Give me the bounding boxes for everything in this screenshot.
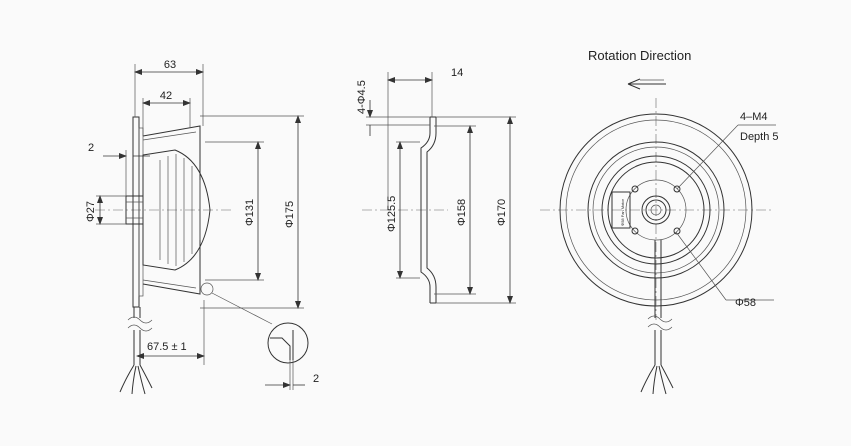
side-motor-ribs <box>159 154 201 266</box>
thread-leader <box>676 124 739 190</box>
motor-ring <box>601 155 711 265</box>
inlet-ring-inner <box>592 146 720 274</box>
front-cable-break <box>647 315 673 331</box>
dim-holes-label: 4-Φ4.5 <box>356 80 368 114</box>
dim-phi27-label: Φ27 <box>85 201 97 222</box>
inlet-ring <box>587 141 725 279</box>
dim-2-label: 2 <box>88 142 94 154</box>
m4-hole-se <box>673 227 681 235</box>
bolt-circle-label: Φ58 <box>735 297 756 309</box>
front-view: Rotation Direction Φ58 Fan Motor <box>540 48 779 395</box>
shaft-hub-outer <box>641 195 671 225</box>
side-cable <box>133 307 141 318</box>
side-view: 63 42 2 Φ27 Φ131 Φ175 67.5 ± 1 2 <box>85 59 319 395</box>
dim-phi131-label: Φ131 <box>244 199 256 226</box>
thread-depth-label: Depth 5 <box>740 131 779 143</box>
dim-phi175-label: Φ175 <box>284 201 296 228</box>
side-hub <box>125 195 144 225</box>
side-flange-plate <box>132 116 140 308</box>
motor-label-plate <box>611 191 631 229</box>
motor-label-text: Φ58 Fan Motor <box>620 198 625 226</box>
thread-spec-label: 4–M4 <box>740 111 768 123</box>
dim-14-label: 14 <box>451 67 463 79</box>
detail-geometry <box>270 330 294 360</box>
side-flange-inner <box>138 127 144 297</box>
dim-phi158-label: Φ158 <box>456 199 468 226</box>
side-cable-lower <box>133 330 141 365</box>
m4-hole-ne <box>673 185 681 193</box>
front-cable-wires <box>640 364 674 395</box>
section-inlet-profile <box>420 117 431 303</box>
shaft-hub <box>645 199 667 221</box>
section-inlet-profile-inner <box>426 117 437 303</box>
side-detail-marker <box>200 282 214 296</box>
rotation-arrow-icon <box>627 78 666 90</box>
side-impeller-lines <box>142 131 197 289</box>
section-view: 4-Φ4.5 14 Φ125.5 Φ158 Φ170 <box>356 67 516 304</box>
side-motor-body <box>142 149 211 271</box>
dim-67-label: 67.5 ± 1 <box>147 341 187 353</box>
shaft <box>650 204 662 216</box>
m4-hole-nw <box>631 185 639 193</box>
dim-63-label: 63 <box>164 59 176 71</box>
outer-ring <box>559 113 753 307</box>
dim-42-label: 42 <box>160 90 172 102</box>
outer-ring-inner <box>565 119 747 301</box>
side-cable-wires <box>119 364 153 395</box>
bolt-circle <box>625 179 687 241</box>
side-cable-break <box>127 316 153 332</box>
motor-plate <box>607 161 705 259</box>
dim-detail-label: 2 <box>313 373 319 385</box>
dim-phi170-label: Φ170 <box>496 199 508 226</box>
front-cable-lower <box>654 330 662 365</box>
rotation-direction-title: Rotation Direction <box>588 48 691 63</box>
detail-circle <box>267 322 309 364</box>
m4-hole-sw <box>631 227 639 235</box>
dim-phi125-label: Φ125.5 <box>386 196 398 232</box>
front-cable <box>654 240 662 318</box>
bolt-circle-leader <box>675 231 727 301</box>
side-detail-leader <box>211 292 273 325</box>
